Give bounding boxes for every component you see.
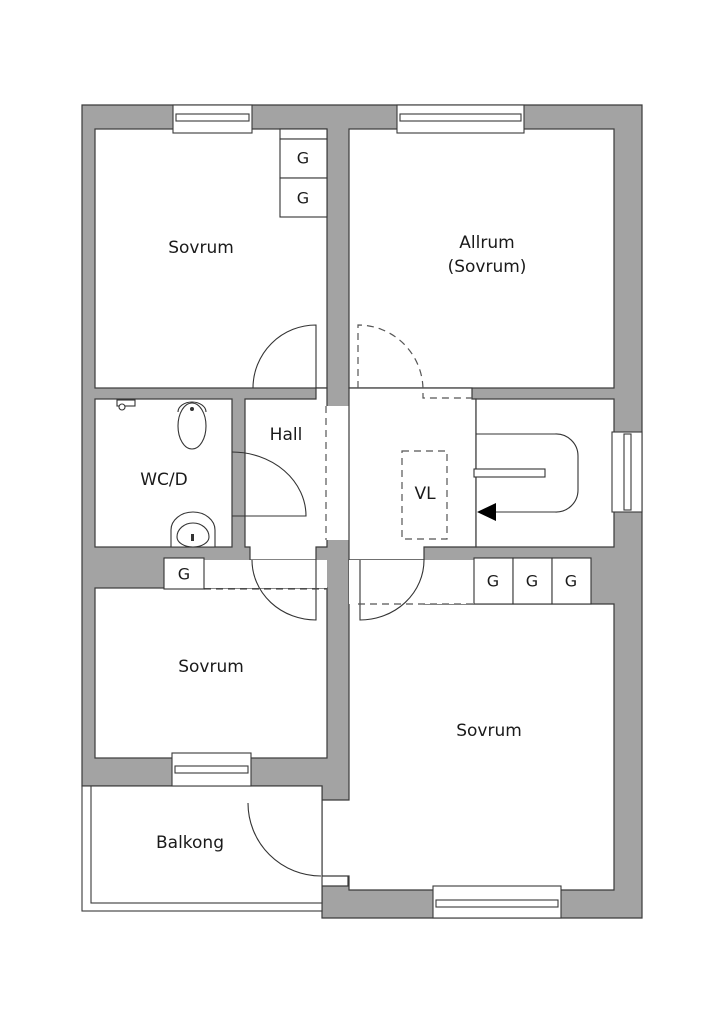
door-bedroom-mid-left bbox=[251, 559, 317, 621]
door-balcony bbox=[247, 802, 322, 877]
label-bedroom-top-left: Sovrum bbox=[168, 238, 234, 258]
hall-lower-right bbox=[349, 560, 474, 604]
wardrobe-label: G bbox=[487, 572, 499, 591]
room-allrum bbox=[348, 128, 615, 389]
wardrobe-label: G bbox=[178, 565, 190, 584]
staircase bbox=[473, 433, 579, 521]
label-vl: VL bbox=[414, 484, 436, 504]
label-hall: Hall bbox=[270, 425, 303, 445]
door-allrum bbox=[357, 324, 472, 399]
label-wc: WC/D bbox=[140, 470, 188, 490]
label-bedroom-bottom-right: Sovrum bbox=[456, 721, 522, 741]
window-top-right bbox=[396, 104, 525, 134]
corridor bbox=[326, 406, 349, 540]
door-wc bbox=[231, 451, 307, 517]
label-balcony: Balkong bbox=[156, 833, 224, 853]
wardrobe-label: G bbox=[565, 572, 577, 591]
wardrobe-label: G bbox=[526, 572, 538, 591]
room-hall-right bbox=[348, 387, 477, 561]
label-allrum: Allrum bbox=[459, 233, 514, 253]
vl-closet-outline bbox=[401, 450, 448, 540]
wardrobe-top-left: G G bbox=[279, 128, 328, 218]
room-hall bbox=[244, 387, 328, 561]
window-right bbox=[611, 431, 643, 513]
toilet-icon bbox=[177, 401, 207, 450]
label-bedroom-mid-left: Sovrum bbox=[178, 657, 244, 677]
window-mid-left bbox=[171, 752, 252, 787]
faucet-icon bbox=[116, 399, 136, 411]
door-bedroom-top-left bbox=[252, 324, 317, 389]
label-allrum-sub: (Sovrum) bbox=[448, 257, 527, 277]
hall-lower-left bbox=[204, 560, 327, 588]
wardrobe-right-row: G G G bbox=[473, 557, 592, 605]
room-bedroom-mid-left bbox=[94, 587, 328, 759]
wardrobe-wc-below: G bbox=[163, 557, 205, 590]
door-bedroom-bottom-right bbox=[359, 559, 425, 621]
wardrobe-label: G bbox=[297, 149, 309, 168]
sink-icon bbox=[170, 511, 216, 548]
wardrobe-label: G bbox=[297, 189, 309, 208]
window-top-left bbox=[172, 104, 253, 134]
balcony-inner bbox=[90, 785, 323, 904]
stair-arrow-icon bbox=[477, 503, 496, 521]
window-bottom-right bbox=[432, 885, 562, 919]
